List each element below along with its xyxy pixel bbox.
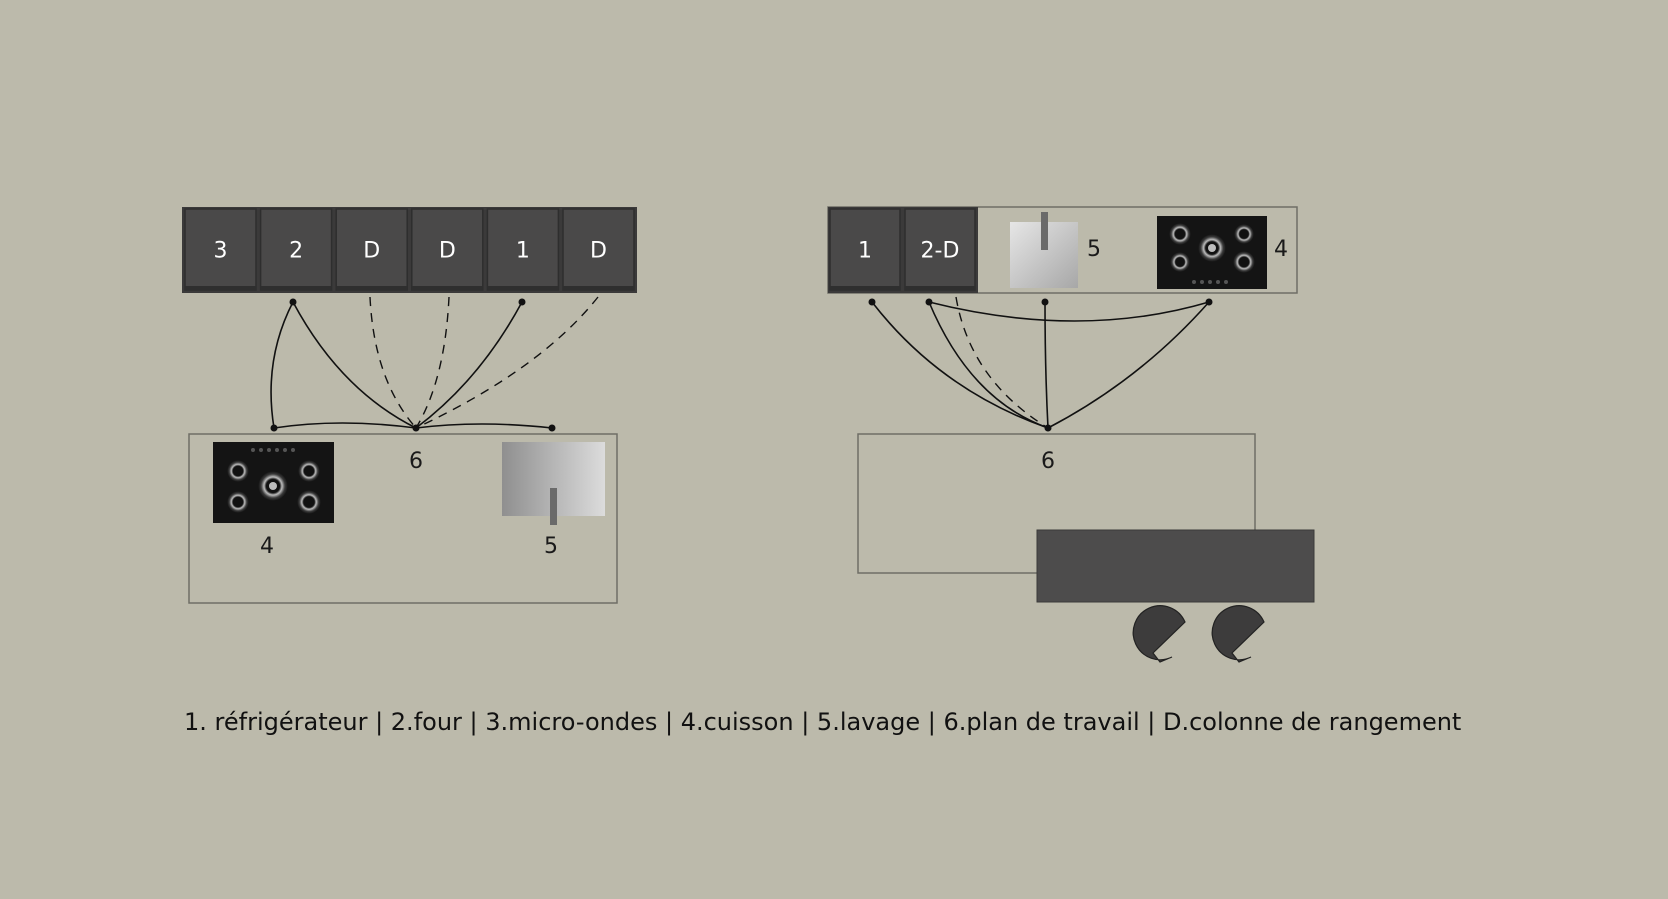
legend: 1. réfrigérateur | 2.four | 3.micro-onde…	[184, 708, 1462, 736]
layout2-module-label: 1	[858, 239, 872, 264]
layout1-module-2: 2	[259, 208, 333, 291]
layout1-connections	[270, 301, 553, 429]
layout-1: 3 2 D D 1 D	[182, 207, 637, 604]
layout1-dashed-connections	[369, 296, 599, 429]
layout1-module-1: 3	[184, 208, 257, 291]
layout2-sink	[1010, 212, 1078, 288]
layout2-stools	[1132, 605, 1265, 663]
layout1-module-label: D	[590, 239, 607, 264]
layout2-module-label: 2-D	[921, 239, 960, 264]
layout1-module-label: D	[439, 239, 456, 264]
layout1-module-label: 2	[289, 239, 303, 264]
layout1-module-5: 1	[486, 208, 560, 291]
layout-2: 1 2-D 5 4 6	[827, 206, 1315, 663]
layout1-label-cooktop: 4	[260, 534, 274, 559]
layout2-label-workspace: 6	[1041, 449, 1055, 474]
layout1-module-6: D	[562, 208, 635, 291]
layout1-module-3: D	[335, 208, 408, 291]
layout1-module-label: 1	[516, 239, 530, 264]
layout2-module-2: 2-D	[904, 208, 976, 291]
layout2-label-sink: 5	[1087, 237, 1101, 262]
layout2-module-1: 1	[829, 208, 901, 291]
layout1-label-sink: 5	[544, 534, 558, 559]
layout1-module-label: 3	[214, 239, 228, 264]
layout1-label-workspace: 6	[409, 449, 423, 474]
layout1-cooktop	[213, 442, 334, 523]
layout2-island-bar	[1036, 529, 1315, 603]
layout2-label-cooktop: 4	[1274, 237, 1288, 262]
layout1-module-4: D	[411, 208, 484, 291]
layout1-workspace	[188, 433, 618, 604]
layout2-connections	[871, 301, 1210, 429]
layout1-module-row	[182, 207, 637, 293]
layout1-sink	[502, 442, 605, 525]
layout1-module-label: D	[363, 239, 380, 264]
layout2-dashed-connections	[955, 296, 1049, 429]
layout2-cooktop	[1157, 216, 1267, 289]
